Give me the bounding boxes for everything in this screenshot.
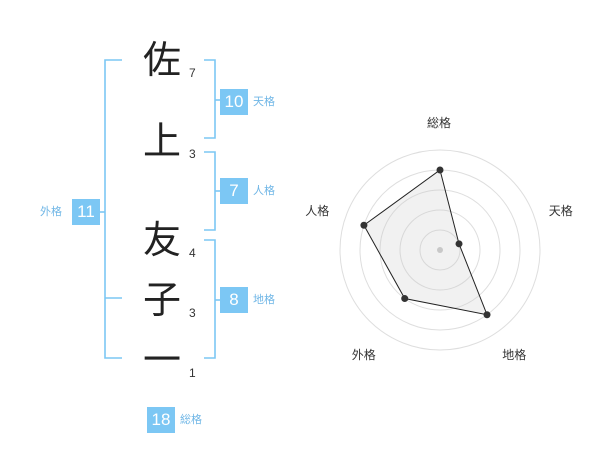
tenkaku-label: 天格 <box>253 95 275 108</box>
radar-point-3 <box>483 311 491 319</box>
name-char-2: 上 <box>142 119 181 163</box>
radar-point-1 <box>436 166 444 174</box>
stroke-count-2: 3 <box>189 147 196 161</box>
chikaku-label: 地格 <box>253 293 275 306</box>
jinkaku-value-badge: 7 <box>220 178 248 204</box>
stroke-count-1: 7 <box>189 66 196 80</box>
name-char-1: 佐 <box>142 38 181 82</box>
radar-point-5 <box>360 221 368 229</box>
gaikaku-bracket <box>104 59 122 359</box>
tenkaku-value-badge: 10 <box>220 89 248 115</box>
radar-axis-label-4: 外格 <box>351 347 376 362</box>
soukaku-label: 総格 <box>180 413 202 426</box>
tenkaku-bracket <box>204 59 216 139</box>
radar-axis-label-5: 人格 <box>305 204 330 219</box>
radar-axis-label-1: 総格 <box>427 116 452 130</box>
radar-axis-label-2: 天格 <box>548 204 573 219</box>
radar-center-dot <box>437 247 443 253</box>
radar-point-2 <box>455 240 463 248</box>
stroke-count-3: 4 <box>189 246 196 260</box>
radar-grid-ring-3 <box>379 189 501 311</box>
name-char-4: 子 <box>142 278 181 322</box>
radar-grid-ring-5 <box>339 149 541 351</box>
stroke-count-5: 1 <box>189 366 196 380</box>
radar-axis-label-3: 地格 <box>502 347 527 362</box>
chikaku-value-badge: 8 <box>220 287 248 313</box>
gaikaku-value-badge: 11 <box>72 199 100 225</box>
name-char-5: 一 <box>142 338 181 382</box>
radar-grid-ring-1 <box>419 229 461 271</box>
radar-point-4 <box>401 295 409 303</box>
name-char-3: 友 <box>142 218 181 262</box>
radar-value-polygon <box>363 169 488 316</box>
stroke-count-4: 3 <box>189 306 196 320</box>
chikaku-bracket <box>204 239 216 359</box>
gaikaku-label: 外格 <box>40 205 62 218</box>
jinkaku-label: 人格 <box>253 184 275 197</box>
radar-grid-ring-2 <box>399 209 481 291</box>
soukaku-value-badge: 18 <box>147 407 175 433</box>
